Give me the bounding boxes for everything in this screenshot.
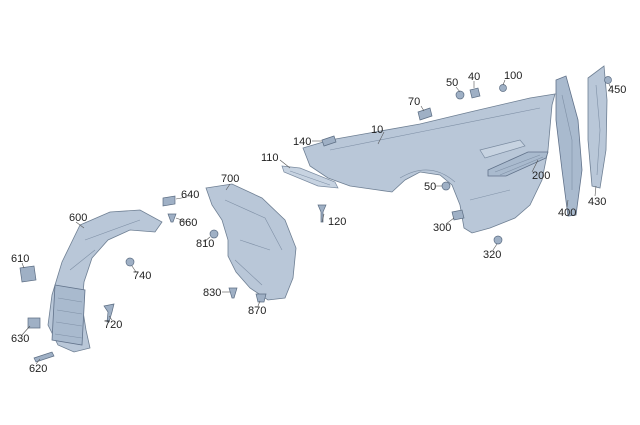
label-810: 810 [196, 238, 214, 250]
label-870: 870 [248, 305, 266, 317]
pillar-panel-400[interactable] [555, 75, 583, 217]
label-200: 200 [532, 170, 550, 182]
clip-320[interactable] [493, 235, 503, 245]
screw-720[interactable] [103, 303, 115, 323]
wheel-liner-600[interactable] [47, 209, 163, 353]
wheel-liner-700[interactable] [205, 183, 297, 301]
clip-630[interactable] [27, 317, 41, 329]
label-640: 640 [181, 189, 199, 201]
pillar-panel-430[interactable] [587, 65, 608, 189]
label-320: 320 [483, 249, 501, 261]
clip-50-top[interactable] [455, 90, 465, 100]
label-610: 610 [11, 253, 29, 265]
label-40: 40 [468, 71, 480, 83]
label-600: 600 [69, 212, 87, 224]
nut-140[interactable] [321, 135, 337, 147]
label-430: 430 [588, 196, 606, 208]
clip-810[interactable] [209, 229, 219, 239]
label-740: 740 [133, 270, 151, 282]
side-vent-part[interactable] [487, 151, 549, 177]
clip-740[interactable] [125, 257, 135, 267]
bolt-870[interactable] [255, 293, 267, 303]
label-400: 400 [558, 207, 576, 219]
bolt-300[interactable] [451, 209, 465, 221]
bracket-610[interactable] [19, 265, 37, 283]
screw-830[interactable] [228, 287, 238, 299]
bracket-70[interactable] [417, 107, 433, 121]
label-140: 140 [293, 136, 311, 148]
label-830: 830 [203, 287, 221, 299]
fender-part[interactable] [302, 93, 556, 234]
leader-lines [21, 79, 612, 365]
label-50-mid: 50 [424, 181, 436, 193]
label-50-top: 50 [446, 77, 458, 89]
clip-40[interactable] [469, 87, 481, 99]
screw-660[interactable] [167, 213, 177, 223]
label-720: 720 [104, 319, 122, 331]
trim-strip-part[interactable] [281, 165, 339, 189]
label-450: 450 [608, 84, 626, 96]
label-10: 10 [371, 124, 383, 136]
clip-100[interactable] [499, 84, 507, 92]
rivet-620[interactable] [33, 351, 55, 363]
clip-450[interactable] [604, 76, 612, 84]
label-100: 100 [504, 70, 522, 82]
screw-120[interactable] [317, 204, 327, 223]
part-labels: 10 70 50 40 100 140 110 120 50 300 320 2… [11, 70, 626, 375]
clip-50-mid[interactable] [441, 181, 451, 191]
label-120: 120 [328, 216, 346, 228]
label-300: 300 [433, 222, 451, 234]
label-110: 110 [261, 152, 279, 164]
label-630: 630 [11, 333, 29, 345]
label-70: 70 [408, 96, 420, 108]
label-660: 660 [179, 217, 197, 229]
label-620: 620 [29, 363, 47, 375]
clip-640[interactable] [162, 195, 176, 207]
label-700: 700 [221, 173, 239, 185]
